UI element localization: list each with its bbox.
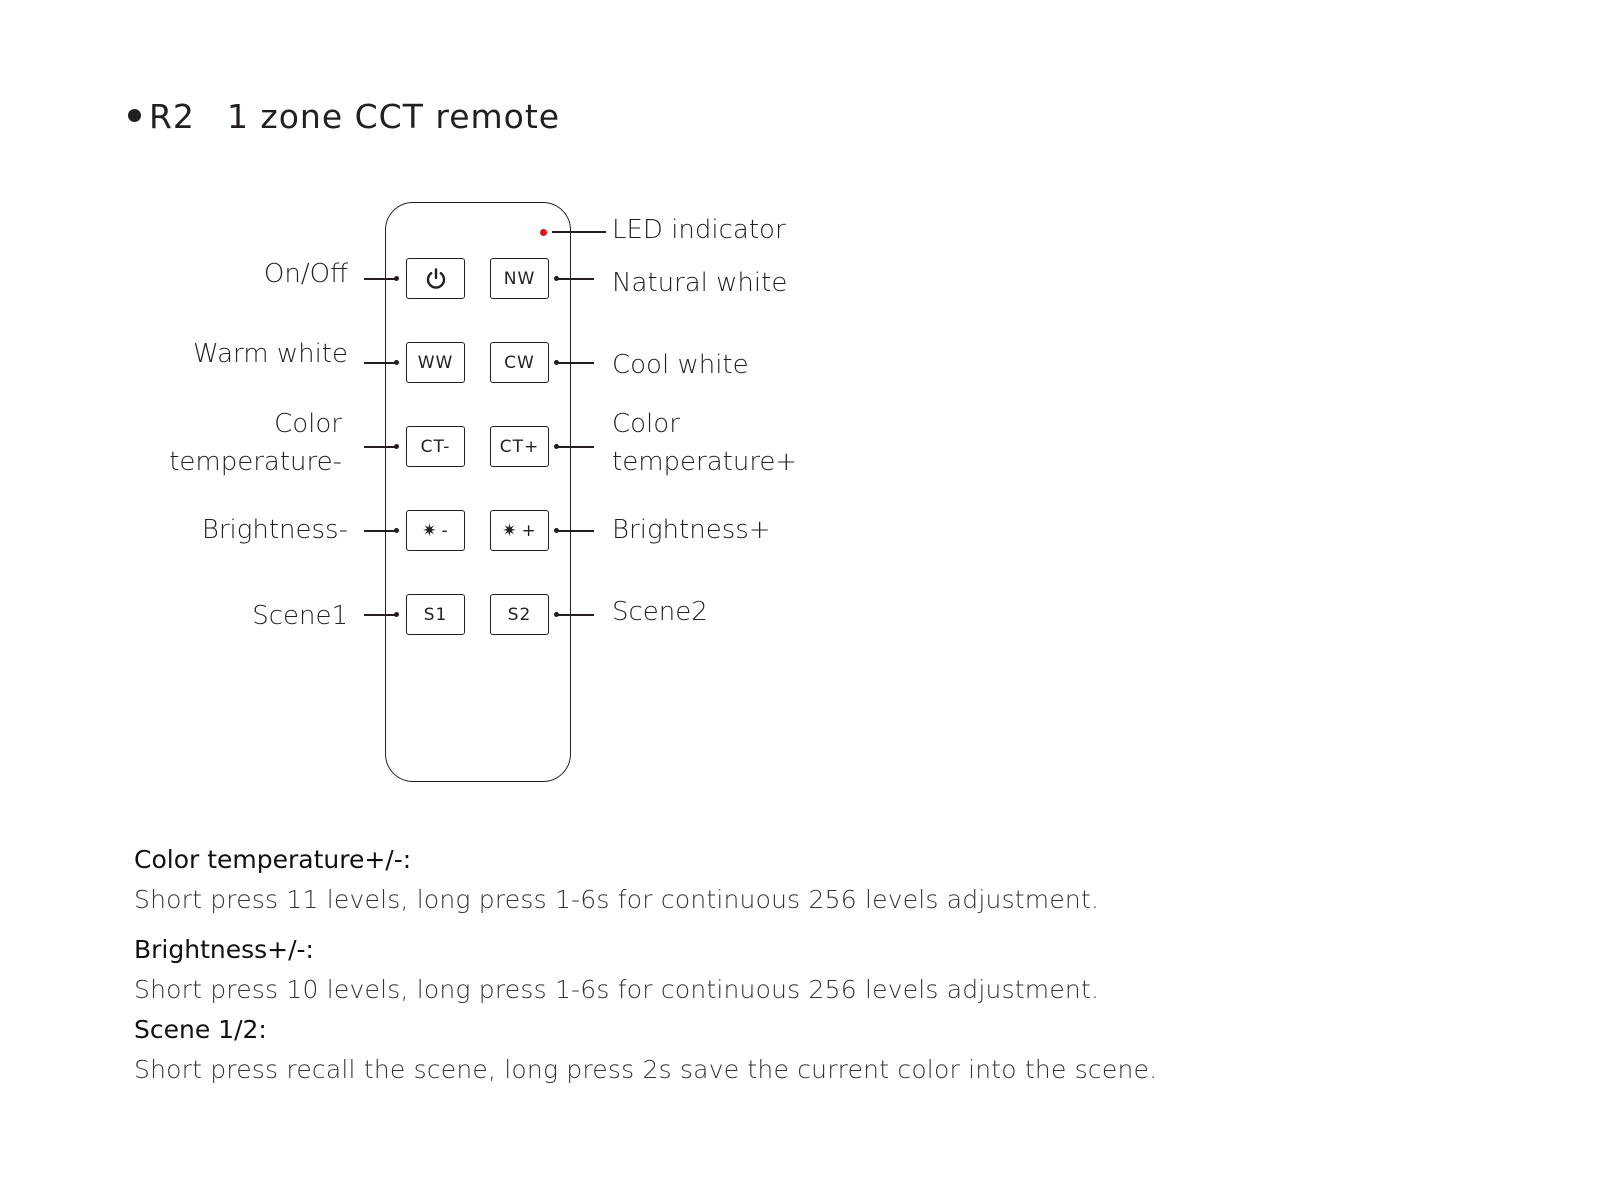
note-heading: Color temperature+/-: <box>134 845 412 874</box>
led-indicator-dot <box>540 229 547 236</box>
sun-icon: ✷ <box>502 520 518 541</box>
note-heading: Brightness+/-: <box>134 935 314 964</box>
ct-minus-label: Color temperature- <box>169 406 342 481</box>
note-text: Short press 11 levels, long press 1-6s f… <box>134 885 1100 914</box>
note-brightness: Brightness+/-: Short press 10 levels, lo… <box>134 935 1234 1005</box>
brightness-minus-button[interactable]: ✷- <box>406 510 465 551</box>
brightness-plus-button[interactable]: ✷+ <box>490 510 549 551</box>
ct-minus-leader-line <box>364 446 396 448</box>
ct-minus-label-line1: Color <box>274 409 342 439</box>
title-text: 1 zone CCT remote <box>226 97 561 136</box>
scene2-leader-line <box>556 614 594 616</box>
ct-minus-label-line2: temperature- <box>169 446 342 477</box>
power-icon <box>426 267 445 289</box>
page-title: R2 1 zone CCT remote <box>128 100 560 133</box>
scene1-label: Scene1 <box>252 601 348 631</box>
natural-white-leader-line <box>556 278 594 280</box>
warm-white-leader-line <box>364 362 396 364</box>
cool-white-label: Cool white <box>612 350 749 380</box>
ww-button[interactable]: WW <box>406 342 465 383</box>
scene2-leader-dot <box>554 612 559 617</box>
nw-button[interactable]: NW <box>490 258 549 299</box>
ct-minus-leader-dot <box>394 444 399 449</box>
s1-button[interactable]: S1 <box>406 594 465 635</box>
led-leader-line <box>552 231 606 233</box>
brightness-plus-leader-dot <box>554 528 559 533</box>
notes-section: Color temperature+/-: Short press 11 lev… <box>134 845 1234 1105</box>
brightness-plus-label: Brightness+ <box>612 515 771 545</box>
brightness-minus-leader-line <box>364 530 396 532</box>
led-indicator-label: LED indicator <box>612 215 786 245</box>
cw-button[interactable]: CW <box>490 342 549 383</box>
scene1-leader-dot <box>394 612 399 617</box>
remote-body <box>385 202 571 782</box>
model-name: R2 <box>149 97 195 136</box>
note-text: Short press 10 levels, long press 1-6s f… <box>134 975 1100 1004</box>
brightness-minus-leader-dot <box>394 528 399 533</box>
natural-white-leader-dot <box>554 276 559 281</box>
brightness-plus-leader-line <box>556 530 594 532</box>
on-off-leader-dot <box>394 276 399 281</box>
on-off-label: On/Off <box>263 259 348 289</box>
note-color-temperature: Color temperature+/-: Short press 11 lev… <box>134 845 1234 915</box>
sun-icon: ✷ <box>422 520 438 541</box>
note-scene: Scene 1/2: Short press recall the scene,… <box>134 1015 1234 1085</box>
note-heading: Scene 1/2: <box>134 1015 267 1044</box>
cool-white-leader-line <box>556 362 594 364</box>
brightness-plus-sign: + <box>521 520 537 541</box>
ct-plus-leader-dot <box>554 444 559 449</box>
power-button[interactable] <box>406 258 465 299</box>
ct-plus-label-line2: temperature+ <box>612 446 798 477</box>
scene2-label: Scene2 <box>612 597 708 627</box>
warm-white-leader-dot <box>394 360 399 365</box>
note-text: Short press recall the scene, long press… <box>134 1055 1158 1084</box>
on-off-leader-line <box>364 278 396 280</box>
natural-white-label: Natural white <box>612 268 788 298</box>
ct-plus-leader-line <box>556 446 594 448</box>
s2-button[interactable]: S2 <box>490 594 549 635</box>
ct-plus-label: Color temperature+ <box>612 406 797 481</box>
brightness-minus-label: Brightness- <box>201 515 348 545</box>
warm-white-label: Warm white <box>193 339 348 369</box>
ct-plus-button[interactable]: CT+ <box>490 426 549 467</box>
cool-white-leader-dot <box>554 360 559 365</box>
bullet-icon <box>128 109 141 122</box>
scene1-leader-line <box>364 614 396 616</box>
ct-plus-label-line1: Color <box>612 409 680 439</box>
ct-minus-button[interactable]: CT- <box>406 426 465 467</box>
brightness-minus-sign: - <box>441 520 449 541</box>
